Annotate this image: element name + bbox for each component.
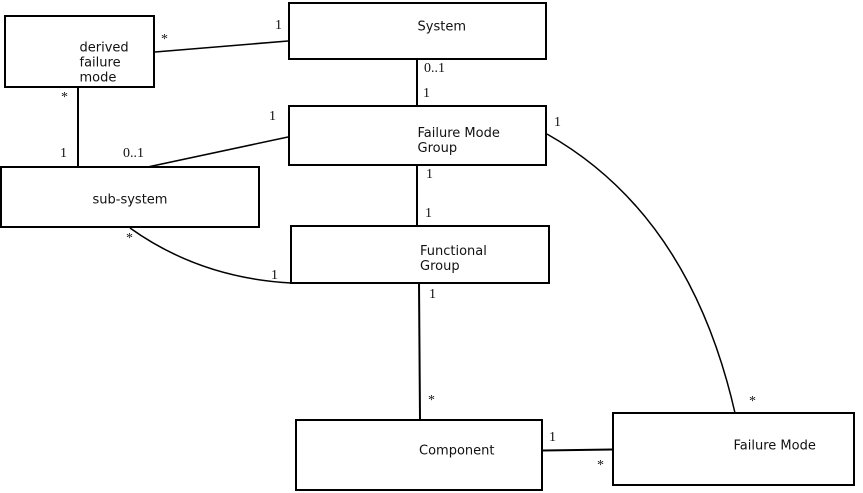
node-failure-mode: Failure Mode bbox=[612, 412, 855, 486]
multiplicity-fmg-end-of-failuremode-link: 1 bbox=[554, 115, 561, 130]
multiplicity-subsystem-end-of-fmg-link: 0..1 bbox=[123, 146, 144, 161]
node-label-failure-mode: Failure Mode bbox=[733, 438, 816, 454]
node-component: Component bbox=[295, 419, 543, 491]
node-label-failure-mode-group: Failure Mode Group bbox=[417, 125, 500, 156]
edge-component-to-failure-mode bbox=[542, 448, 613, 452]
multiplicity-functional-end-of-subsystem-link: 1 bbox=[271, 268, 278, 283]
multiplicity-derived-end-of-system-link: * bbox=[161, 32, 168, 47]
multiplicity-system-end-of-derived-link: 1 bbox=[275, 18, 282, 33]
edge-sub-system-to-failure-mode-group bbox=[142, 136, 289, 169]
node-failure-mode-group: Failure Mode Group bbox=[288, 105, 547, 166]
multiplicity-fmg-end-of-subsystem-link: 1 bbox=[269, 109, 276, 124]
multiplicity-subsystem-end-of-functional-link: * bbox=[126, 231, 133, 246]
node-label-sub-system: sub-system bbox=[92, 192, 168, 208]
node-functional-group: Functional Group bbox=[290, 225, 550, 284]
node-label-derived-failure-mode: derived failure mode bbox=[79, 40, 129, 85]
multiplicity-failuremode-end-of-fmg-link: * bbox=[749, 394, 756, 409]
node-label-system: System bbox=[417, 19, 466, 35]
edge-functional-group-to-component bbox=[418, 282, 421, 420]
multiplicity-component-end-of-failuremode-link: 1 bbox=[549, 430, 556, 445]
multiplicity-fmg-end-of-functional-link: 1 bbox=[426, 167, 433, 182]
multiplicity-fmg-end-of-system-link: 1 bbox=[423, 86, 430, 101]
node-label-functional-group: Functional Group bbox=[420, 243, 487, 274]
multiplicity-derived-end-of-subsystem-link: * bbox=[61, 90, 68, 105]
multiplicity-subsystem-end-of-derived-link: 1 bbox=[60, 146, 67, 161]
multiplicity-functional-end-of-fmg-link: 1 bbox=[425, 206, 432, 221]
edge-derived-failure-mode-to-system bbox=[154, 40, 289, 53]
multiplicity-system-end-of-fmg-link: 0..1 bbox=[424, 61, 445, 76]
multiplicity-functional-end-of-component-link: 1 bbox=[429, 287, 436, 302]
multiplicity-failuremode-end-of-component-link: * bbox=[597, 458, 604, 473]
edge-failure-mode-group-to-failure-mode bbox=[546, 133, 736, 414]
node-derived-failure-mode: derived failure mode bbox=[4, 15, 155, 88]
node-system: System bbox=[288, 2, 547, 60]
node-label-component: Component bbox=[419, 443, 495, 459]
node-sub-system: sub-system bbox=[0, 166, 260, 228]
multiplicity-component-end-of-functional-link: * bbox=[428, 393, 435, 408]
edge-sub-system-to-functional-group bbox=[129, 227, 292, 284]
